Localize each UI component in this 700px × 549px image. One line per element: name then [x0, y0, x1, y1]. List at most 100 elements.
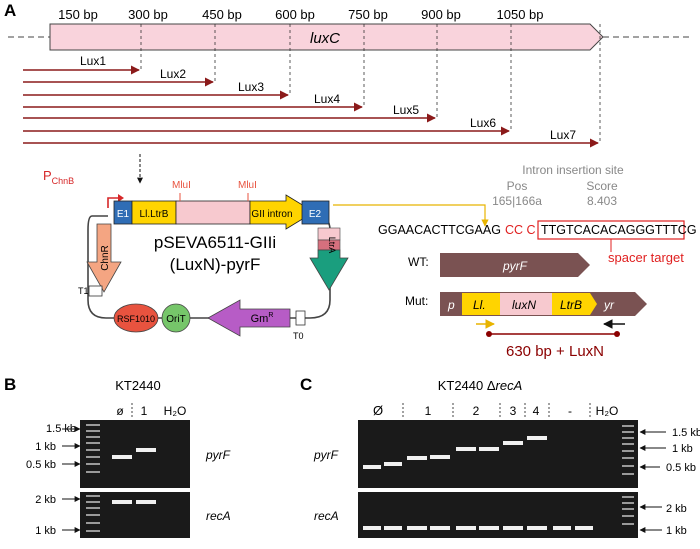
gel-c-lane-2: 2: [473, 404, 480, 418]
insertion-site-title: Intron insertion site: [522, 163, 624, 177]
ruler-tick-1050: 1050 bp: [497, 7, 544, 22]
lux2-label: Lux2: [160, 67, 186, 81]
mut-ll-label: Ll.: [473, 298, 486, 312]
gel-c-size-1-5kb: 1.5 kb: [672, 427, 700, 439]
product-end-right: [614, 331, 620, 337]
gel-c-lane-h2o: H₂O: [596, 404, 619, 418]
gel-b-size-0-5kb: 0.5 kb: [26, 459, 56, 471]
gii-intron-label: GII intron: [251, 209, 292, 220]
mut-ltrb-label: LtrB: [560, 298, 582, 312]
pcr-product-label: 630 bp + LuxN: [506, 343, 604, 360]
gel-c-row-reca: recA: [314, 509, 339, 523]
luxn-insert-slot: [175, 200, 251, 225]
mut-label: Mut:: [405, 294, 428, 308]
ltrb-label: Ll.LtrB: [140, 209, 169, 220]
ruler: 150 bp 300 bp 450 bp 600 bp 750 bp 900 b…: [58, 7, 543, 22]
gel-b-lane-1: 1: [141, 404, 148, 418]
gel-b-lane-h2o: H₂O: [164, 404, 187, 418]
gel-c-pyrf-bands: [363, 436, 547, 469]
lux5-label: Lux5: [393, 103, 419, 117]
plasmid-map: PChnB E1 Ll.LtrB GII intron E2 MluI MluI…: [43, 168, 349, 341]
ltra-label: LtrA: [327, 237, 337, 254]
promoter-chnb-icon: [107, 197, 118, 208]
gel-b-reca-band-2: [136, 500, 156, 504]
gel-c-title: KT2440 ΔrecA: [438, 378, 523, 393]
mut-ll-segment: [462, 293, 500, 315]
gel-b-size-arrows-bottom: [62, 496, 81, 533]
panel-label-a: A: [4, 1, 16, 20]
gm-resistance-arrow: [207, 299, 291, 337]
gel-c-lane-1: 1: [425, 404, 432, 418]
orit-label: OriT: [166, 314, 185, 325]
spacer-target-label: spacer target: [608, 250, 684, 265]
lux7-label: Lux7: [550, 128, 576, 142]
plasmid-backbone: [87, 215, 331, 319]
gel-b-title: KT2440: [115, 378, 161, 393]
gel-b-size-2kb: 2 kb: [35, 494, 56, 506]
mut-luxn-label: luxN: [512, 298, 536, 312]
panel-label-c: C: [300, 375, 312, 394]
mlui-right-label: MluI: [238, 180, 257, 191]
lux6-label: Lux6: [470, 116, 496, 130]
ltra-gene-arrow: [309, 249, 349, 291]
lux3-label: Lux3: [238, 80, 264, 94]
pos-label: Pos: [507, 179, 528, 193]
gel-c-lane-dividers: [402, 403, 591, 419]
ruler-tick-300: 300 bp: [128, 7, 168, 22]
gii-intron-arrow: [249, 194, 315, 230]
gel-b-band-wt: [112, 455, 132, 459]
score-value: 8.403: [587, 194, 617, 208]
t0-terminator: [295, 310, 306, 326]
mut-ltrb-segment: [552, 293, 597, 315]
sequence-red: CC C: [505, 223, 536, 237]
ruler-tick-600: 600 bp: [275, 7, 315, 22]
ruler-tick-900: 900 bp: [421, 7, 461, 22]
t0-label: T0: [293, 331, 304, 341]
gel-c-size-0-5kb: 0.5 kb: [666, 462, 696, 474]
luxc-gene-arrow: [49, 23, 604, 51]
wt-gene-label: pyrF: [502, 259, 528, 273]
rsf1010-label: RSF1010: [117, 314, 155, 324]
sequence-boxed: TTGTCACACAGGGTTTCG: [541, 223, 697, 237]
ruler-tick-450: 450 bp: [202, 7, 242, 22]
ruler-tick-150: 150 bp: [58, 7, 98, 22]
gel-b-reca-band-1: [112, 500, 132, 504]
gel-c-size-2kb: 2 kb: [666, 503, 687, 515]
gel-b-band-mut: [136, 448, 156, 452]
lux4-label: Lux4: [314, 92, 340, 106]
gel-c-pyrf: [358, 420, 638, 488]
gel-c-size-arrows-bottom: [639, 504, 662, 533]
gel-c-row-pyrf: pyrF: [313, 448, 339, 462]
mlui-left-label: MluI: [172, 180, 191, 191]
gel-c-lane-3: 3: [510, 404, 517, 418]
gel-c-size-1kb: 1 kb: [672, 443, 693, 455]
promoter-label: PChnB: [43, 168, 74, 186]
insertion-connector: [333, 204, 489, 227]
promoter-arrowhead-icon: [118, 194, 124, 202]
chnr-gene-arrow: [86, 223, 122, 293]
gel-c-lane-empty: Ø: [373, 403, 383, 418]
score-label: Score: [586, 179, 618, 193]
gel-b-size-1-5kb: 1.5 kb: [46, 423, 76, 435]
pos-value: 165|166a: [492, 194, 542, 208]
gel-c-lane-neg: -: [568, 404, 572, 418]
wt-pyrf-arrow: [440, 253, 590, 277]
gel-b-ladder-top: [86, 424, 100, 473]
t1-terminator: [88, 285, 103, 297]
mut-p-label: p: [447, 298, 455, 312]
e2-exon: [301, 200, 330, 225]
fragment-guides: [140, 24, 601, 143]
gel-b-lane-empty: ø: [116, 404, 124, 418]
panel-label-b: B: [4, 375, 16, 394]
orit-origin: [161, 303, 191, 333]
gel-c-size-1kb-bottom: 1 kb: [666, 525, 687, 537]
gel-c-ladder-top: [622, 425, 634, 475]
rsf1010-origin: [113, 303, 159, 333]
gel-b-row-pyrf: pyrF: [205, 448, 231, 462]
plasmid-name-line2: (LuxN)-pyrF: [170, 255, 261, 274]
plasmid-name-line1: pSEVA6511-GIIi: [154, 233, 276, 252]
gel-c-reca-bands: [363, 526, 593, 530]
gel-b-size-1kb: 1 kb: [35, 441, 56, 453]
gel-b-row-reca: recA: [206, 509, 231, 523]
